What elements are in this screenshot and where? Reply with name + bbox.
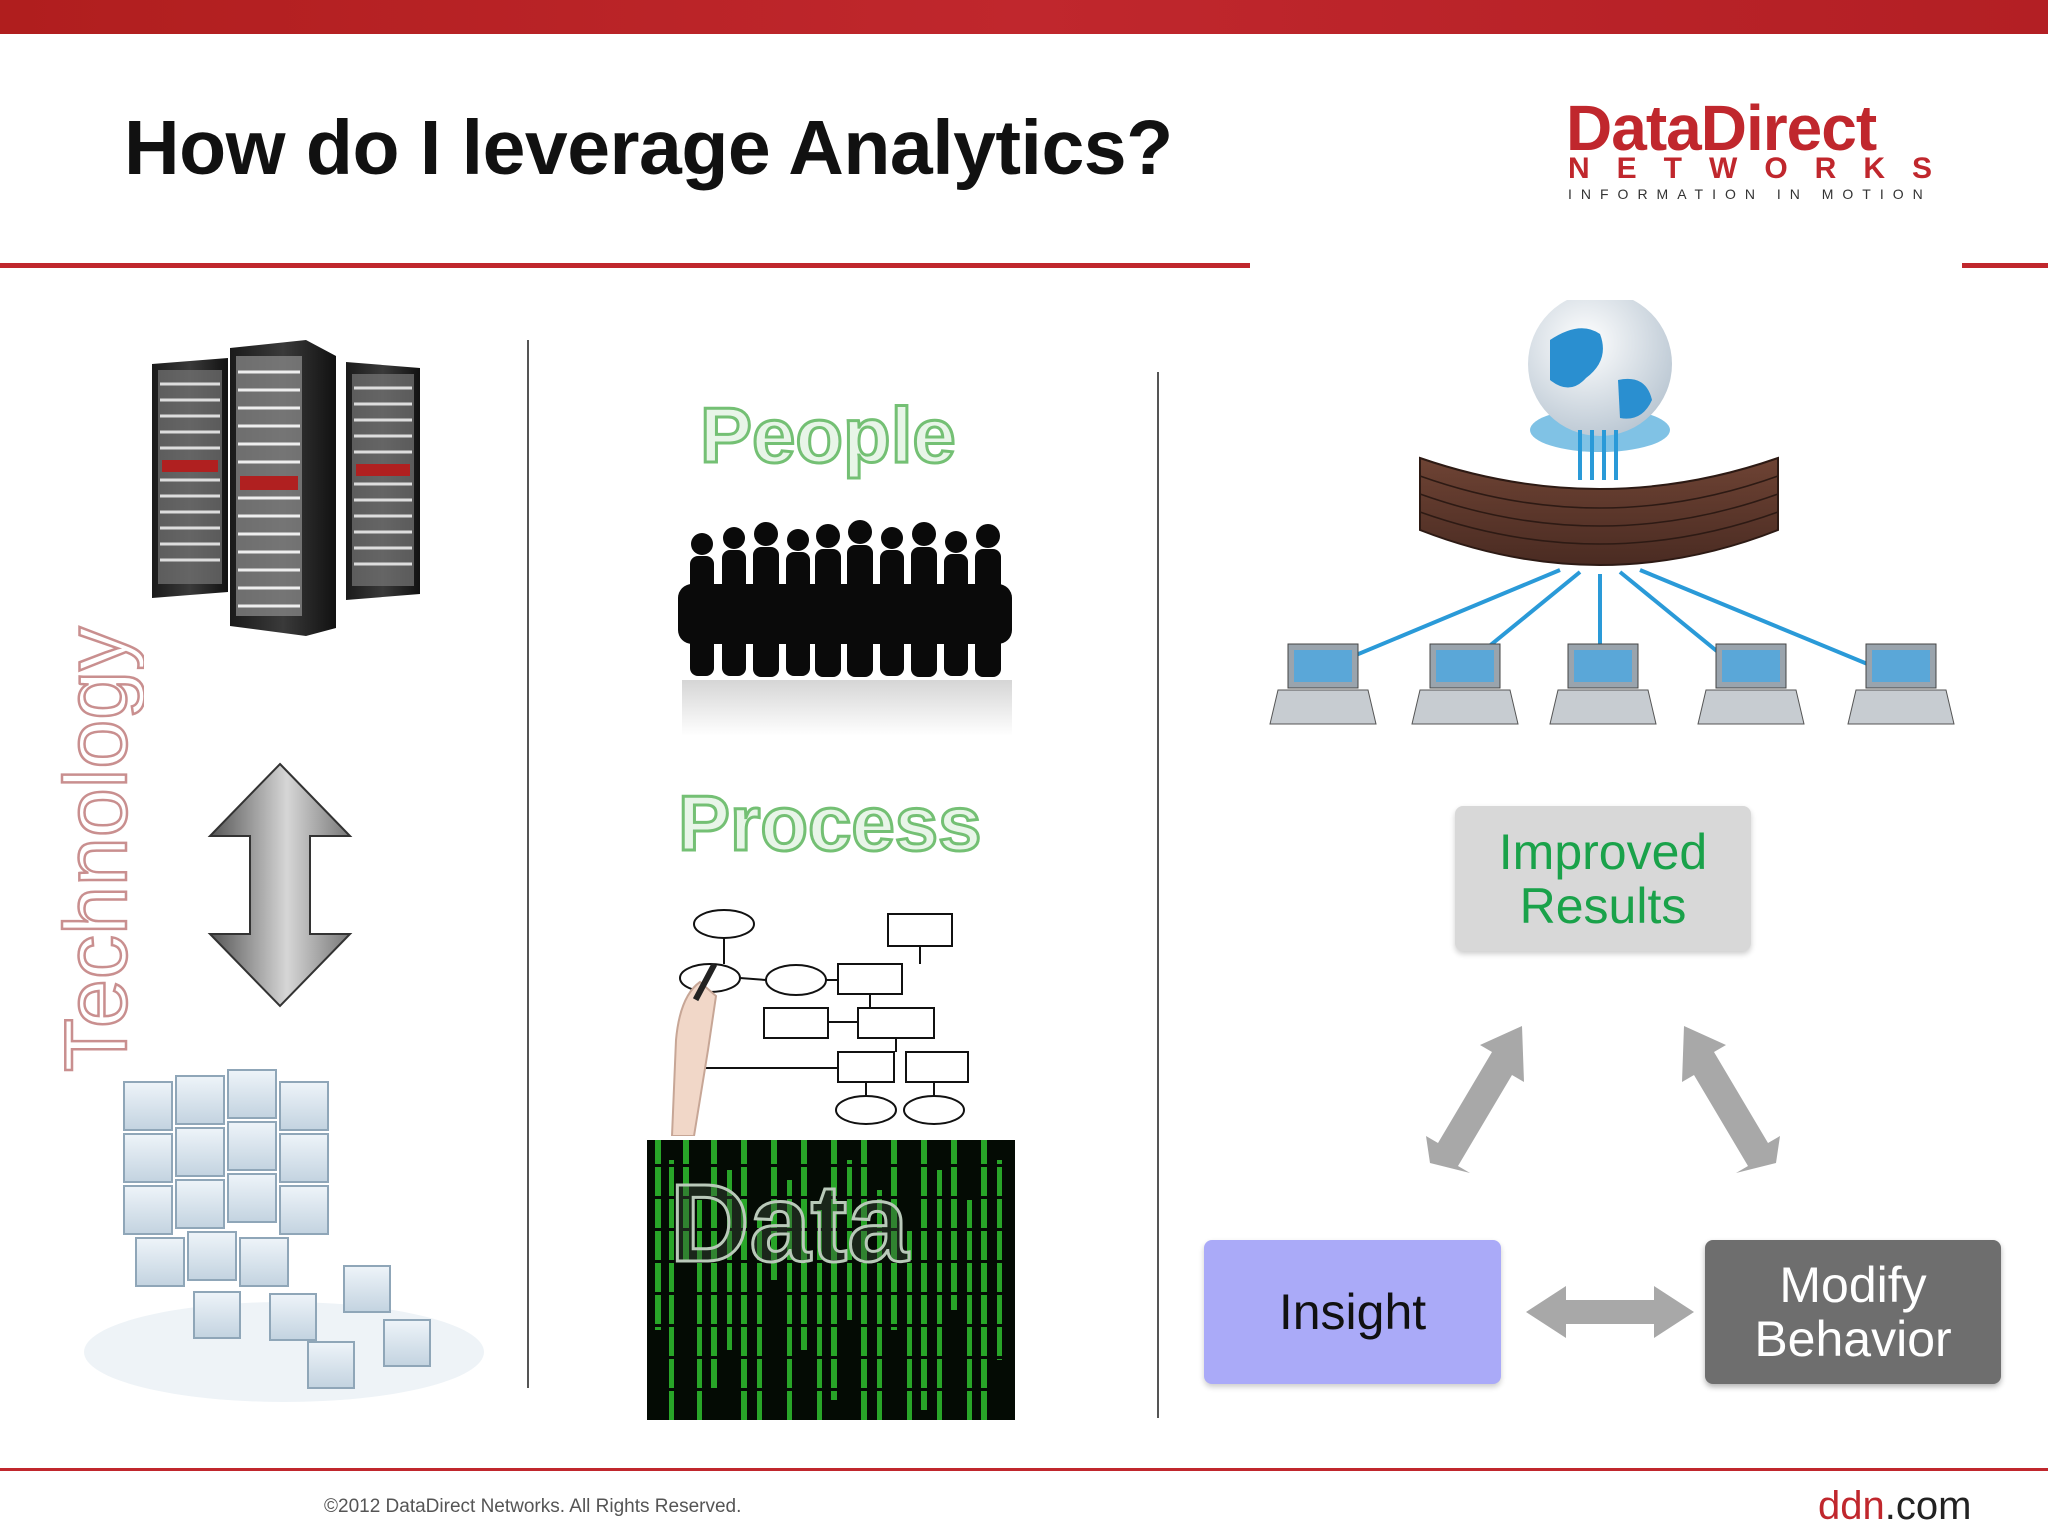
process-label: Process [677, 778, 984, 869]
server-rack-left [152, 358, 228, 598]
ddn-website-main: ddn [1818, 1484, 1885, 1528]
double-arrow-vertical-icon [207, 762, 353, 1008]
data-cubes-image [84, 1069, 484, 1402]
double-arrow-right-diagonal-icon [1682, 1026, 1780, 1173]
improved-results-line2: Results [1519, 877, 1687, 934]
technology-label: Technology [46, 627, 144, 1072]
laptop-icon [1847, 643, 1955, 725]
insight-text: Insight [1278, 1284, 1427, 1340]
process-flowchart-image [670, 909, 969, 1136]
modify-behavior-line2: Behavior [1754, 1311, 1952, 1367]
double-arrow-left-diagonal-icon [1426, 1026, 1524, 1173]
technology-label-graphic: Technology [45, 626, 144, 1074]
logo-wordmark: DataDirect [1566, 92, 1877, 164]
modify-behavior-line1: Modify [1779, 1257, 1927, 1313]
column-divider-left [527, 340, 529, 1388]
logo-networks: NETWORKS [1568, 152, 1959, 185]
improved-results-line1: Improved [1498, 823, 1708, 880]
server-rack-center [230, 340, 336, 636]
matrix-rain-graphic [647, 1140, 1015, 1420]
footer-divider [0, 1468, 2048, 1471]
people-silhouettes-image [678, 520, 1012, 736]
copyright-text: ©2012 DataDirect Networks. All Rights Re… [324, 1496, 742, 1517]
network-firewall-image [1269, 300, 1955, 725]
laptop-icon [1411, 643, 1519, 725]
improved-results-box: Improved Results [1455, 806, 1751, 951]
header-divider-gap [1250, 262, 1962, 270]
insight-box: Insight [1204, 1240, 1501, 1384]
double-arrow-horizontal-icon [1526, 1286, 1694, 1338]
ddn-website-suffix: .com [1884, 1484, 1972, 1528]
header-divider [0, 263, 2048, 268]
server-racks-image [152, 340, 420, 636]
data-matrix-image [647, 1140, 1015, 1420]
datadirect-logo: DataDirect NETWORKS INFORMATION IN MOTIO… [1566, 96, 1998, 204]
laptop-icon [1269, 643, 1377, 725]
cycle-arrows [1426, 1026, 1780, 1338]
laptop-icon [1549, 643, 1657, 725]
people-label: People [699, 390, 958, 481]
column-divider-right [1157, 372, 1159, 1418]
laptop-icon [1697, 643, 1805, 725]
slide-title: How do I leverage Analytics? [124, 105, 1173, 191]
logo-tagline: INFORMATION IN MOTION [1568, 186, 1932, 202]
ddn-website: ddn.com [1818, 1484, 1971, 1529]
top-accent-bar [0, 0, 2048, 34]
data-label: Data [668, 1161, 909, 1287]
server-rack-right [346, 362, 420, 600]
modify-behavior-box: Modify Behavior [1705, 1240, 2001, 1384]
